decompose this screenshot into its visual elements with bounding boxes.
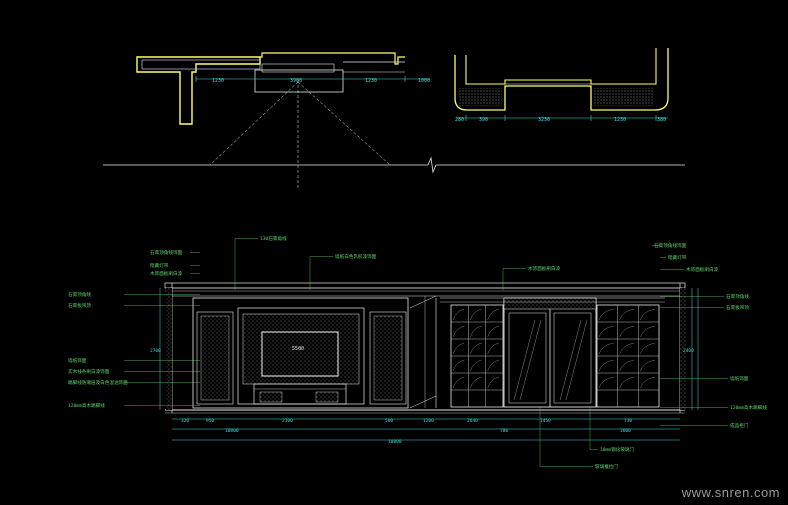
plan-left: 1230 3900 1230 1000 bbox=[136, 52, 430, 190]
label-right-0: 石膏顶角线饰面 bbox=[654, 242, 687, 249]
label-right-1: 暗藏灯带 bbox=[668, 254, 687, 261]
elev-dim-b3: 2100 bbox=[282, 418, 293, 424]
plan-right: 280 390 3230 1230 380 bbox=[454, 48, 669, 123]
shelf-right bbox=[597, 305, 659, 407]
break-line bbox=[103, 156, 685, 174]
elevation-dimensions: 320 950 2100 500 1200 2640 1450 730 1080… bbox=[150, 288, 699, 445]
elev-dim-b6: 2640 bbox=[467, 418, 478, 424]
label-top-0: 130石膏角线 bbox=[260, 235, 287, 242]
elev-dim-b1: 320 bbox=[181, 418, 189, 424]
elev-dim-t2: 780 bbox=[500, 428, 508, 434]
label-right-7: 成品柜门 bbox=[730, 422, 749, 429]
label-right-6: 120mm高木踢脚线 bbox=[730, 404, 767, 411]
label-bottom-1: 玻璃推拉门 bbox=[595, 463, 618, 470]
label-bottom-0: 10mm钢化玻璃门 bbox=[600, 446, 634, 453]
label-left-4: 石膏板吊顶 bbox=[68, 302, 91, 309]
elev-dim-left-1: 2700 bbox=[150, 348, 161, 354]
plan-right-dim-1: 280 bbox=[455, 117, 464, 123]
elevation bbox=[164, 282, 686, 414]
label-left-6: 实木线条刷白漆饰面 bbox=[68, 368, 110, 375]
label-left-7: 踢脚线防潮层及白色混油饰面 bbox=[68, 379, 128, 386]
plan-right-dim-3: 3230 bbox=[538, 117, 550, 123]
plan-dim-4: 1000 bbox=[418, 78, 430, 84]
plan-right-dim-5: 380 bbox=[657, 117, 666, 123]
label-left-5: 墙纸饰面 bbox=[68, 357, 87, 364]
label-left-2: 木饰面板刷白漆 bbox=[150, 270, 183, 277]
label-right-3: 石膏顶角线 bbox=[726, 293, 749, 300]
elev-dim-b5: 1200 bbox=[423, 418, 434, 424]
label-top-2: 木饰面板刷白漆 bbox=[528, 265, 561, 272]
elev-dim-b4: 500 bbox=[385, 418, 393, 424]
plan-dim-3: 1230 bbox=[365, 78, 377, 84]
elev-dim-total: 10800 bbox=[388, 439, 402, 445]
elev-dim-b7: 1450 bbox=[540, 418, 551, 424]
watermark: www.snren.com bbox=[681, 485, 780, 500]
label-top-1: 墙纸白色乳胶漆饰面 bbox=[335, 253, 377, 260]
plan-right-dim-2: 390 bbox=[479, 117, 488, 123]
elev-center: 5500 bbox=[292, 346, 304, 352]
elev-dim-right-1: 2400 bbox=[683, 348, 694, 354]
label-left-0: 石膏顶角线饰面 bbox=[150, 249, 183, 256]
plan-dim-1: 1230 bbox=[212, 78, 224, 84]
label-left-1: 暗藏灯带 bbox=[150, 262, 169, 269]
annotation-labels: 石膏顶角线饰面暗藏灯带木饰面板刷白漆石膏顶角线石膏板吊顶墙纸饰面实木线条刷白漆饰… bbox=[68, 235, 767, 470]
label-left-8: 120mm高木踢脚线 bbox=[68, 402, 105, 409]
elev-dim-t1: 10800 bbox=[225, 428, 239, 434]
label-left-3: 石膏顶角线 bbox=[68, 291, 91, 298]
label-right-4: 石膏板吊顶 bbox=[726, 304, 749, 311]
elev-dim-b2: 950 bbox=[206, 418, 214, 424]
label-right-5: 墙纸饰面 bbox=[730, 375, 749, 382]
plan-dim-2: 3900 bbox=[290, 78, 302, 84]
elev-dim-t3: 1600 bbox=[620, 428, 631, 434]
elev-dim-b8: 730 bbox=[624, 418, 632, 424]
shelf-left bbox=[451, 305, 503, 407]
label-right-2: 木饰面板刷白漆 bbox=[686, 266, 719, 273]
plan-right-dim-4: 1230 bbox=[614, 117, 626, 123]
